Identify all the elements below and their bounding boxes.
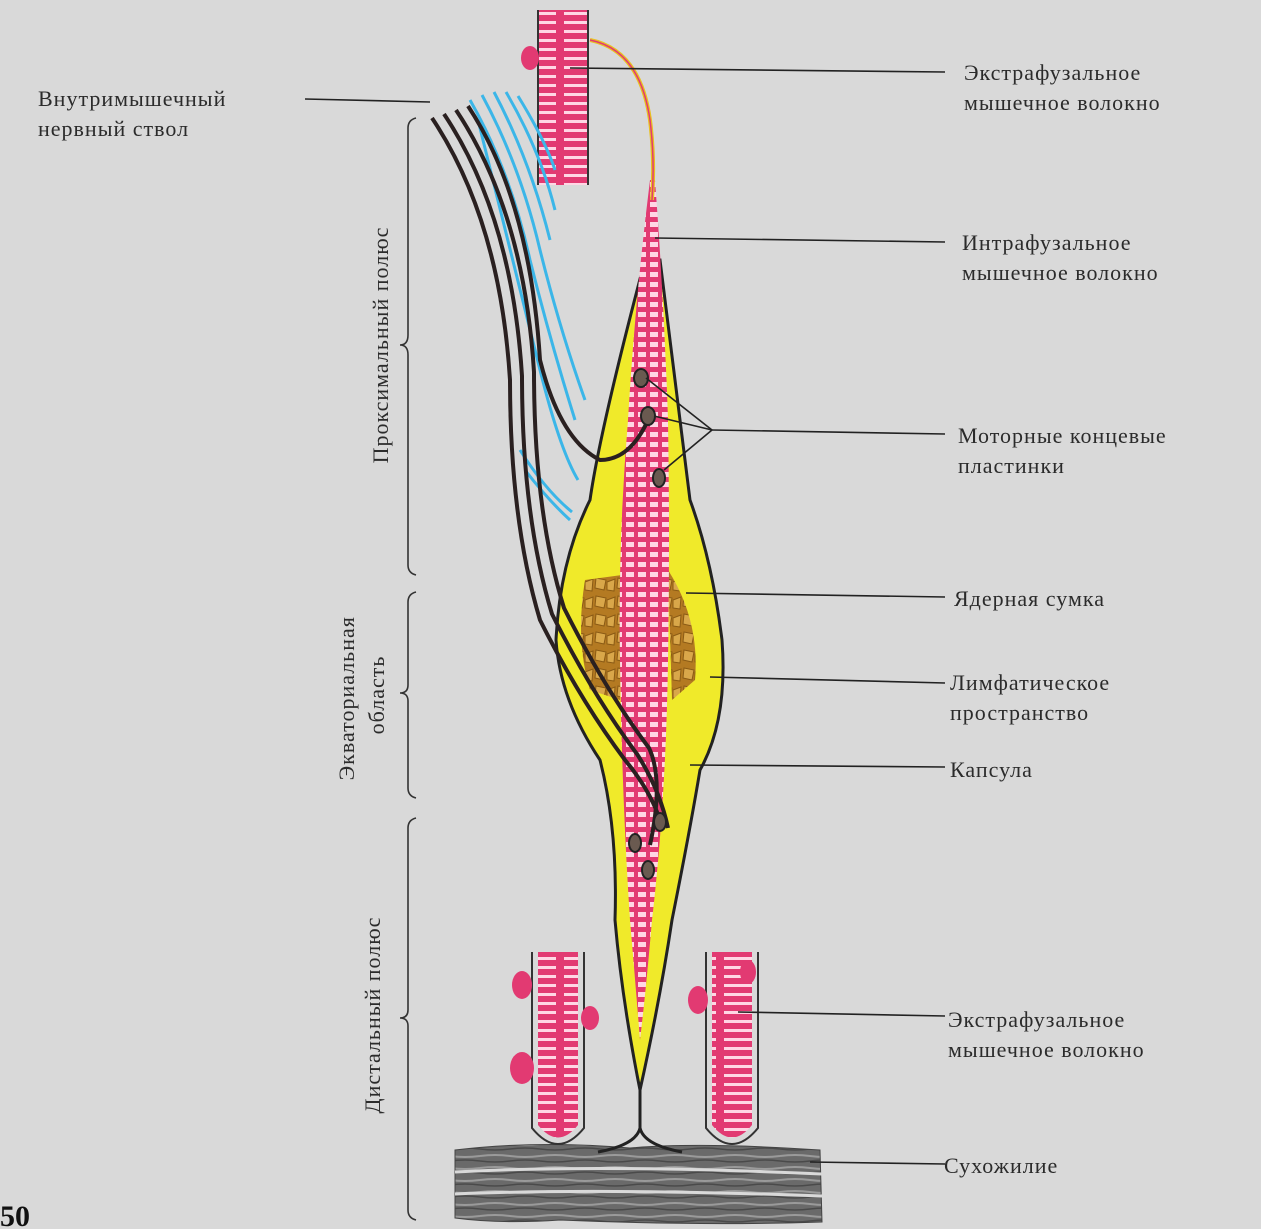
page-number: 50 xyxy=(0,1200,30,1229)
extrafusal-fiber-bottom-right xyxy=(688,952,758,1144)
label-nuclear-bag: Ядерная сумка xyxy=(954,586,1105,611)
nerve-to-extrafusal xyxy=(590,40,653,200)
label-extrafusal-fiber-top: Экстрафузальное мышечное волокно xyxy=(964,60,1161,115)
label-extrafusal-fiber-bottom: Экстрафузальное мышечное волокно xyxy=(948,1007,1145,1062)
label-lymphatic-space: Лимфатическое пространство xyxy=(950,670,1117,725)
label-equatorial-region: Экваториальная область xyxy=(334,610,389,781)
label-tendon: Сухожилие xyxy=(944,1153,1058,1178)
region-braces xyxy=(400,118,416,1220)
label-distal-pole: Дистальный полюс xyxy=(360,917,385,1114)
label-proximal-pole: Проксимальный полюс xyxy=(368,227,393,464)
tendon xyxy=(455,1144,822,1223)
label-intramuscular-nerve-trunk: Внутримышечный нервный ствол xyxy=(38,86,233,141)
label-motor-end-plates: Моторные концевые пластинки xyxy=(958,423,1173,478)
extrafusal-fiber-bottom-left xyxy=(510,952,599,1144)
label-capsule: Капсула xyxy=(950,757,1033,782)
label-intrafusal-fiber: Интрафузальное мышечное волокно xyxy=(962,230,1159,285)
extrafusal-fiber-top xyxy=(521,10,588,185)
